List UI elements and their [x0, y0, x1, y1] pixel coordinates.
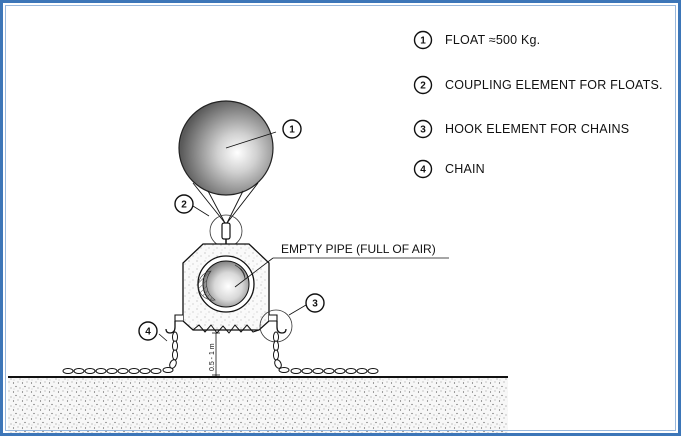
- legend-label: CHAIN: [445, 162, 485, 176]
- right-chain: [273, 331, 379, 374]
- coupling-element: [192, 205, 243, 248]
- legend-number: 2: [420, 81, 426, 92]
- legend-item-1: 1 FLOAT ≈500 Kg.: [413, 30, 540, 50]
- leader-line: [192, 205, 210, 217]
- float-sphere: [178, 100, 277, 196]
- callout-coupling: 2: [174, 194, 194, 214]
- legend: 1 FLOAT ≈500 Kg. 2 COUPLING ELEMENT FOR …: [413, 30, 663, 179]
- callout-number: 3: [312, 299, 318, 310]
- legend-item-2: 2 COUPLING ELEMENT FOR FLOATS.: [413, 75, 663, 95]
- legend-number-circle: [413, 75, 433, 95]
- leader-line: [234, 257, 274, 288]
- clearance-dimension: 0.5 - 1 m: [209, 332, 220, 377]
- callout-number: 2: [181, 200, 187, 211]
- leader-line: [288, 304, 307, 316]
- callout-float: 1: [282, 119, 302, 139]
- callout-circle: [138, 321, 158, 341]
- callout-circle: [305, 293, 325, 313]
- callout-number: 4: [145, 327, 151, 338]
- callout-circle: [282, 119, 302, 139]
- legend-label: FLOAT ≈500 Kg.: [445, 33, 540, 47]
- clearance-label: 0.5 - 1 m: [209, 343, 216, 371]
- pipe-label: EMPTY PIPE (FULL OF AIR): [281, 242, 436, 256]
- callout-hook: 3: [305, 293, 325, 313]
- legend-label: HOOK ELEMENT FOR CHAINS: [445, 122, 629, 136]
- ground: [8, 376, 508, 433]
- legend-number: 3: [420, 125, 426, 136]
- legend-number: 4: [420, 165, 426, 176]
- callout-chain: 4: [138, 321, 158, 341]
- callout-number: 1: [289, 125, 295, 136]
- left-hook: [165, 321, 176, 334]
- ground-fill: [8, 377, 508, 433]
- legend-number-circle: [413, 119, 433, 139]
- leader-line: [225, 131, 277, 149]
- legend-label: COUPLING ELEMENT FOR FLOATS.: [445, 78, 663, 92]
- legend-number-circle: [413, 30, 433, 50]
- legend-item-4: 4 CHAIN: [413, 159, 485, 179]
- empty-pipe: EMPTY PIPE (FULL OF AIR): [197, 242, 449, 313]
- pipeline-float-diagram: 1 FLOAT ≈500 Kg. 2 COUPLING ELEMENT FOR …: [8, 30, 663, 433]
- legend-item-3: 3 HOOK ELEMENT FOR CHAINS: [413, 119, 629, 139]
- coupling-shackle: [221, 222, 231, 240]
- leader-line: [158, 333, 168, 342]
- left-chain: [62, 331, 178, 374]
- callout-circle: [174, 194, 194, 214]
- legend-number: 1: [420, 36, 426, 47]
- legend-number-circle: [413, 159, 433, 179]
